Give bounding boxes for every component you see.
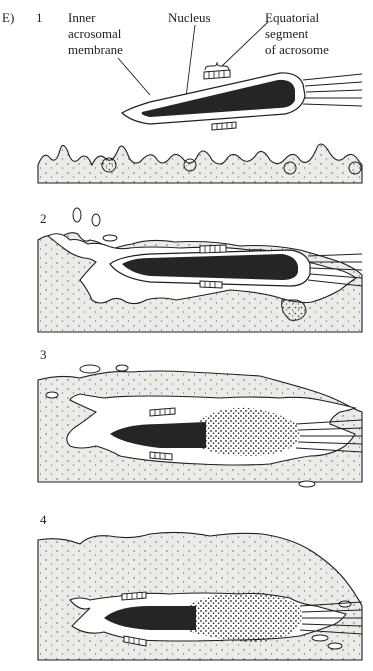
cortical-granule [102,158,116,172]
leader-inner-acrosomal [118,58,150,95]
equatorial-segment-bottom-3 [150,452,172,460]
vesicle [73,208,81,222]
panel-2 [38,208,362,332]
cortical-granule [184,159,196,171]
equatorial-segment-top-3 [150,408,175,416]
vesicle [299,481,315,487]
equatorial-segment-top-1 [204,70,230,79]
cortical-granule [284,162,296,174]
leader-equatorial [222,22,268,66]
vesicle [328,643,342,649]
vesicle [312,635,328,641]
cortical-granule [349,162,361,174]
panel-1 [38,70,362,183]
egg-surface-1 [38,144,362,183]
panel-3 [38,365,362,487]
vesicle [80,365,100,373]
equatorial-segment-bottom-2 [200,281,222,288]
vesicle [92,214,100,226]
vesicle [339,601,351,607]
vesicle [116,365,128,371]
panel-4 [38,532,362,660]
equatorial-segment-top-2 [200,245,226,253]
decondensing-chromatin-4 [190,592,302,642]
vesicle [103,235,117,241]
vesicle [46,392,58,398]
sperm-midpiece-1 [303,74,362,106]
